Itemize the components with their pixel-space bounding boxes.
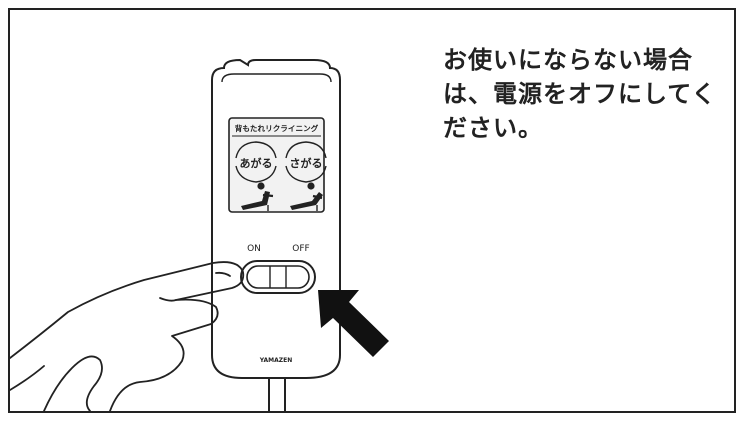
control-panel: 背もたれリクライニング bbox=[228, 117, 325, 213]
raise-label: あがる bbox=[240, 156, 273, 170]
instruction-line-2: は、電源をオフにしてく bbox=[443, 80, 717, 108]
power-switch[interactable] bbox=[240, 260, 316, 294]
remote-cable bbox=[268, 374, 286, 411]
recline-up-figure-icon bbox=[241, 182, 274, 211]
raise-button[interactable]: あがる bbox=[235, 141, 277, 211]
recline-down-figure-icon bbox=[290, 182, 323, 211]
instruction-line-1: お使いにならない場合 bbox=[443, 46, 693, 74]
switch-off-label: OFF bbox=[292, 244, 309, 254]
instruction-line-3: ださい。 bbox=[443, 114, 543, 142]
instruction-text: お使いにならない場合 は、電源をオフにしてく ださい。 bbox=[443, 43, 733, 145]
brand-logo: YAMAZEN bbox=[259, 357, 293, 364]
lower-button[interactable]: さがる bbox=[285, 141, 327, 211]
remote-illustration: 背もたれリクライニング あがる さがる bbox=[10, 58, 389, 411]
figure-frame: 背もたれリクライニング あがる さがる bbox=[8, 8, 736, 413]
switch-on-label: ON bbox=[247, 244, 261, 254]
lower-label: さがる bbox=[290, 156, 323, 170]
pointing-hand-icon bbox=[10, 261, 245, 411]
remote-body bbox=[211, 58, 341, 379]
panel-title: 背もたれリクライニング bbox=[235, 123, 319, 133]
arrow-icon bbox=[318, 290, 389, 357]
